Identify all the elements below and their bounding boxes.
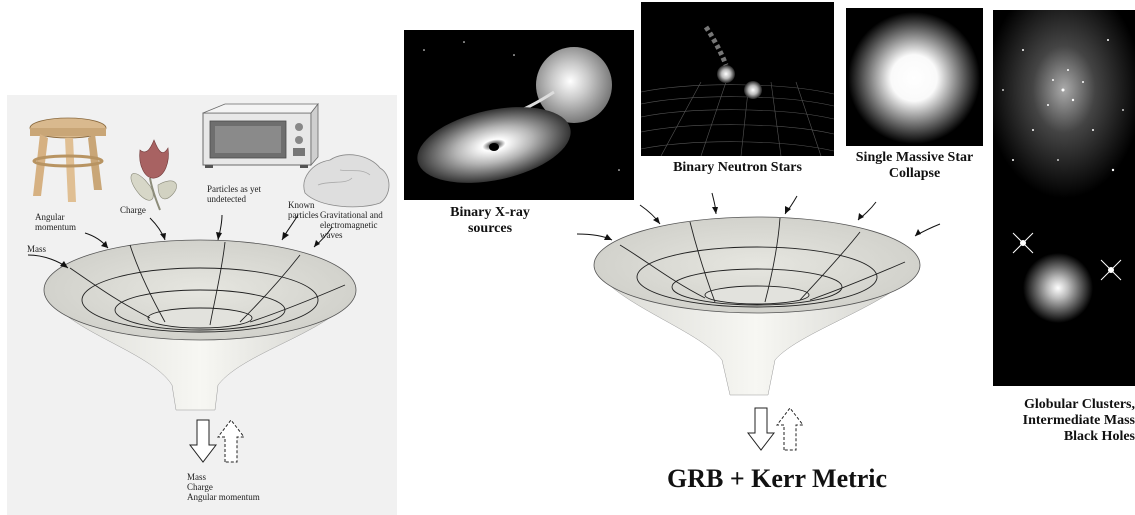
grb-kerr-title: GRB + Kerr Metric — [667, 464, 888, 493]
massive-star-illustration — [848, 12, 980, 144]
photo-globular-top — [993, 10, 1135, 208]
photo-single-massive — [846, 8, 983, 146]
photo-globular-bottom — [993, 208, 1135, 386]
output-labels: Mass Charge Angular momentum — [187, 472, 260, 502]
tulip-icon — [130, 139, 177, 211]
right-output-arrows — [746, 407, 805, 451]
globular-cluster-illustration — [993, 10, 1135, 208]
caption-globular: Globular Clusters, Intermediate Mass Bla… — [1022, 397, 1135, 444]
photo-binary-ns — [641, 2, 834, 156]
stool-icon — [29, 117, 107, 202]
photo-binary-xray — [404, 30, 634, 200]
caption-binary-ns: Binary Neutron Stars — [673, 160, 802, 175]
imbh-illustration — [993, 208, 1135, 386]
microwave-icon — [202, 102, 319, 168]
output-angular-momentum: Angular momentum — [187, 492, 260, 502]
rock-icon — [303, 154, 390, 208]
label-particles-undetected: Particles as yet undetected — [207, 184, 261, 204]
caption-single-massive: Single Massive Star Collapse — [855, 150, 974, 181]
output-mass: Mass — [187, 472, 207, 482]
label-mass: Mass — [27, 244, 47, 254]
label-grav-waves: Gravitational and electromagnetic waves — [320, 210, 383, 240]
label-angular-momentum: Angular momentum — [35, 212, 76, 232]
label-known-particles: Known particles — [288, 200, 319, 220]
output-charge: Charge — [187, 482, 213, 492]
caption-binary-xray: Binary X-ray sources — [450, 205, 530, 236]
binary-xray-illustration — [417, 41, 620, 183]
left-output-arrows — [188, 419, 246, 463]
neutron-stars-illustration — [641, 25, 834, 156]
label-charge: Charge — [120, 205, 146, 215]
